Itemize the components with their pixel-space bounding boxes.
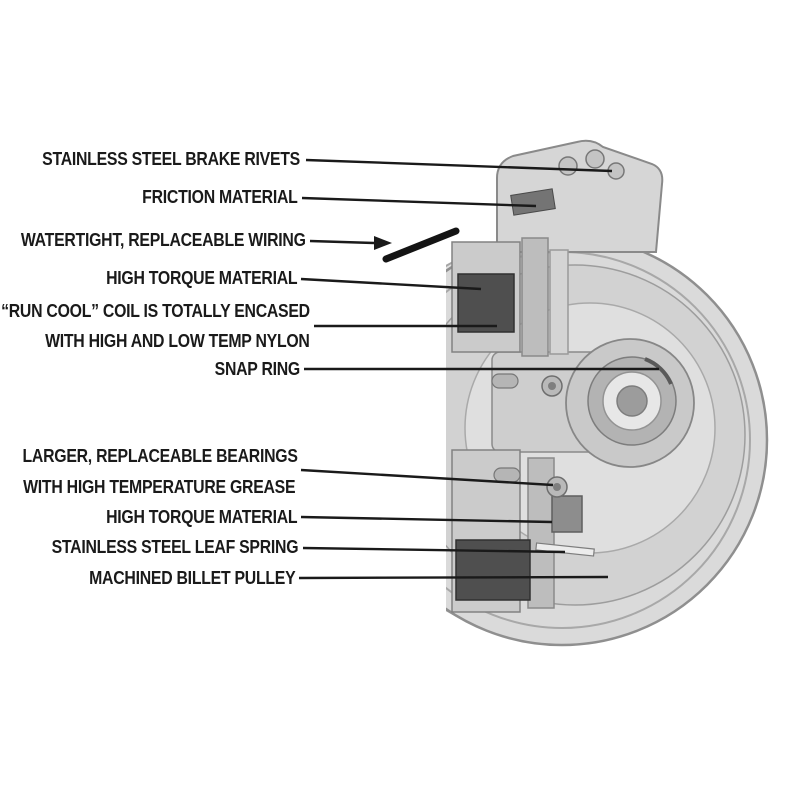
callout-leaf-spring: STAINLESS STEEL LEAF SPRING [51,537,298,557]
brake-rivet-1 [558,156,578,176]
callout-bearings-line2: WITH HIGH TEMPERATURE GREASE [22,477,295,497]
callout-billet-pulley: MACHINED BILLET PULLEY [88,568,296,588]
leader-high-torque-upper [300,277,482,291]
bearing-upper-ball [548,382,556,390]
pin-upper [491,373,519,389]
leader-brake-rivets [305,158,613,173]
leader-bearings [300,468,554,487]
callout-friction-material: FRICTION MATERIAL [142,187,299,207]
high-torque-block-lower [551,495,583,533]
bearing-lower-ball [553,483,561,491]
callout-wiring: WATERTIGHT, REPLACEABLE WIRING [21,230,306,250]
leader-wiring [309,239,375,245]
clutch-cutaway-illustration [382,139,769,647]
leader-billet-pulley [298,575,609,580]
callout-run-cool-coil-line2: WITH HIGH AND LOW TEMP NYLON [45,331,310,351]
leader-leaf-spring [302,546,566,554]
brake-rivet-2 [585,149,605,169]
wiring-lead [382,227,460,263]
leader-wiring-arrowhead [374,236,392,250]
callout-snap-ring: SNAP RING [214,359,301,379]
callout-run-cool-coil-line1: “RUN COOL” COIL IS TOTALLY ENCASED [1,301,310,321]
coil-block-upper [457,273,515,333]
leader-high-torque-lower [300,515,553,524]
center-hole [616,385,648,417]
coil-block-lower [455,539,531,601]
callout-brake-rivets: STAINLESS STEEL BRAKE RIVETS [42,149,300,169]
rotor-plate-upper [521,237,549,357]
callout-bearings-line1: LARGER, REPLACEABLE BEARINGS [22,446,298,466]
callout-high-torque-lower: HIGH TORQUE MATERIAL [105,507,298,527]
leader-friction-material [301,196,537,208]
leader-lines [298,158,659,580]
pin-lower [493,467,521,483]
snap-ring-part [644,357,673,385]
callout-high-torque-upper: HIGH TORQUE MATERIAL [105,268,298,288]
armature-plate-upper [549,249,569,355]
